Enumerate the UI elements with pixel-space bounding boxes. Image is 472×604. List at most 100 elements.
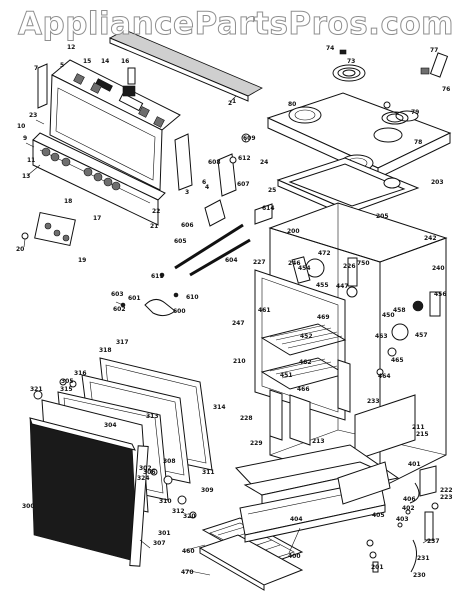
label-321: 321 bbox=[30, 386, 43, 393]
label-19: 19 bbox=[78, 257, 86, 264]
label-464: 464 bbox=[378, 373, 391, 380]
label-233: 233 bbox=[367, 398, 380, 405]
label-21: 21 bbox=[150, 223, 158, 230]
label-240: 240 bbox=[432, 265, 445, 272]
label-466: 466 bbox=[297, 386, 310, 393]
label-210: 210 bbox=[233, 358, 246, 365]
leader-lines bbox=[23, 95, 429, 576]
label-320: 320 bbox=[183, 513, 196, 520]
label-455: 455 bbox=[316, 282, 329, 289]
label-211: 211 bbox=[412, 424, 425, 431]
label-461: 461 bbox=[258, 307, 271, 314]
label-73: 73 bbox=[347, 58, 355, 65]
label-469: 469 bbox=[317, 314, 330, 321]
label-458: 458 bbox=[393, 307, 406, 314]
label-406: 406 bbox=[403, 496, 416, 503]
label-23: 23 bbox=[29, 112, 37, 119]
range-cabinet bbox=[254, 202, 448, 489]
label-4: 4 bbox=[205, 184, 209, 191]
cooktop-assembly bbox=[266, 49, 452, 219]
label-2: 2 bbox=[228, 100, 232, 107]
broil-rods bbox=[120, 223, 251, 317]
label-9: 9 bbox=[23, 135, 27, 142]
label-237: 237 bbox=[427, 538, 440, 545]
control-panel-assembly bbox=[21, 29, 273, 247]
label-22: 22 bbox=[152, 208, 160, 215]
label-247: 247 bbox=[232, 320, 245, 327]
label-472: 472 bbox=[318, 250, 331, 257]
watermark: AppliancePartsPros.com bbox=[18, 6, 454, 43]
label-20: 20 bbox=[16, 246, 24, 253]
label-450: 450 bbox=[382, 312, 395, 319]
label-315: 315 bbox=[60, 386, 73, 393]
label-465: 465 bbox=[391, 357, 404, 364]
label-400: 400 bbox=[288, 553, 301, 560]
label-601: 601 bbox=[128, 295, 141, 302]
label-228: 228 bbox=[240, 415, 253, 422]
label-306: 306 bbox=[143, 469, 156, 476]
label-318: 318 bbox=[99, 347, 112, 354]
label-78: 78 bbox=[414, 139, 422, 146]
label-309: 309 bbox=[201, 487, 214, 494]
label-80: 80 bbox=[288, 101, 296, 108]
label-227: 227 bbox=[253, 259, 266, 266]
label-213: 213 bbox=[312, 438, 325, 445]
label-600: 600 bbox=[173, 308, 186, 315]
label-215: 215 bbox=[416, 431, 429, 438]
label-324: 324 bbox=[137, 475, 150, 482]
label-456: 456 bbox=[434, 291, 447, 298]
oven-door-assembly bbox=[29, 357, 213, 567]
label-405: 405 bbox=[372, 512, 385, 519]
label-304: 304 bbox=[104, 422, 117, 429]
label-603: 603 bbox=[111, 291, 124, 298]
label-607: 607 bbox=[237, 181, 250, 188]
label-5: 5 bbox=[60, 62, 64, 69]
label-242: 242 bbox=[424, 235, 437, 242]
lower-right-parts bbox=[366, 465, 439, 573]
label-606: 606 bbox=[181, 222, 194, 229]
label-302: 302 bbox=[139, 465, 152, 472]
label-452: 452 bbox=[300, 333, 313, 340]
label-451: 451 bbox=[280, 372, 293, 379]
label-470: 470 bbox=[181, 569, 194, 576]
label-200: 200 bbox=[287, 228, 300, 235]
control-knobs bbox=[41, 147, 121, 191]
part-number-labels: 1 2 3 4 5 6 7 9 10 11 12 13 14 15 16 17 … bbox=[16, 44, 453, 579]
label-231: 231 bbox=[417, 555, 430, 562]
label-310: 310 bbox=[159, 498, 172, 505]
surface-element-73 bbox=[332, 64, 366, 82]
label-447: 447 bbox=[336, 283, 349, 290]
label-300: 300 bbox=[22, 503, 35, 510]
label-230: 230 bbox=[413, 572, 426, 579]
label-457: 457 bbox=[415, 332, 428, 339]
label-24: 24 bbox=[260, 159, 268, 166]
label-605: 605 bbox=[174, 238, 187, 245]
label-305: 305 bbox=[61, 378, 74, 385]
label-16: 16 bbox=[121, 58, 129, 65]
label-301: 301 bbox=[158, 530, 171, 537]
label-316: 316 bbox=[74, 370, 87, 377]
storage-drawer bbox=[235, 444, 400, 543]
label-3: 3 bbox=[185, 189, 189, 196]
label-10: 10 bbox=[17, 123, 25, 130]
label-612: 612 bbox=[238, 155, 251, 162]
label-13: 13 bbox=[22, 173, 30, 180]
label-226: 226 bbox=[343, 263, 356, 270]
label-307: 307 bbox=[153, 540, 166, 547]
label-79: 79 bbox=[411, 109, 419, 116]
label-313: 313 bbox=[146, 413, 159, 420]
surface-element-77 bbox=[381, 111, 409, 125]
broiler-pan bbox=[198, 517, 304, 591]
label-15: 15 bbox=[83, 58, 91, 65]
label-14: 14 bbox=[101, 58, 109, 65]
label-460: 460 bbox=[182, 548, 195, 555]
label-25: 25 bbox=[268, 187, 276, 194]
label-17: 17 bbox=[93, 215, 101, 222]
label-401: 401 bbox=[408, 461, 421, 468]
label-614: 614 bbox=[262, 205, 275, 212]
label-404: 404 bbox=[290, 516, 303, 523]
label-7: 7 bbox=[34, 65, 38, 72]
label-611: 611 bbox=[151, 273, 164, 280]
